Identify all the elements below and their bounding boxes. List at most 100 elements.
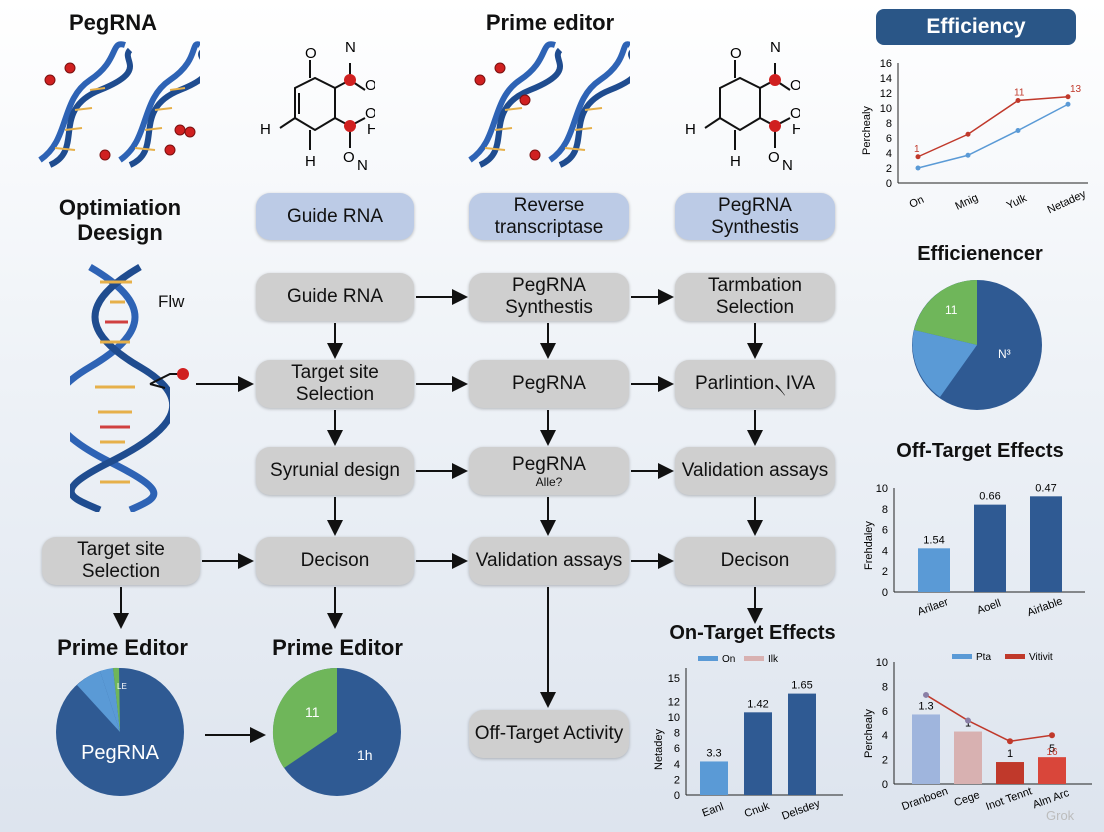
chem-h1: H: [260, 121, 271, 138]
br-ytick: 8: [882, 681, 888, 693]
chem-o4: O: [343, 149, 355, 166]
guide-rna-top-box[interactable]: Guide RNA: [256, 193, 414, 240]
br-bar-label: 1.3: [918, 700, 933, 712]
on-bar: [744, 712, 772, 795]
off-bar-label: 0.66: [979, 491, 1000, 503]
off-bar: [918, 548, 950, 592]
on-ytick: 12: [668, 696, 680, 708]
chem-n2: N: [357, 157, 368, 174]
chemical-structure-icon-2: O N O H H O H O N: [685, 39, 800, 174]
decision-box-2[interactable]: Decison: [675, 537, 835, 585]
br-xtick: Inot Tennt: [984, 785, 1033, 813]
syrunial-design-box[interactable]: Syrunial design: [256, 447, 414, 495]
on-ytick: 0: [674, 790, 680, 802]
br-legend-swatch-1: [952, 654, 972, 659]
off-bar: [974, 504, 1006, 592]
eff-ytick: 16: [880, 58, 892, 70]
br-point: [1007, 738, 1013, 745]
off-bar-label: 1.54: [923, 534, 944, 546]
chem2-h3: H: [792, 121, 800, 138]
reverse-transcriptase-box[interactable]: Reverse transcriptase: [469, 193, 629, 240]
eff-ytick: 8: [886, 118, 892, 130]
effic2-blue-label: N³: [998, 347, 1011, 361]
eff-point: [1015, 128, 1021, 133]
eff-annotation: 1: [914, 144, 920, 155]
flw-label: Flw: [158, 292, 185, 311]
br-ytick: 0: [882, 779, 888, 791]
off-xtick: Arilaer: [916, 596, 950, 618]
pegrna-alle-box[interactable]: PegRNA Alle?: [469, 447, 629, 495]
eff-ylabel: Perchealy: [861, 106, 873, 155]
br-bar: [1038, 757, 1066, 784]
on-legend-1: On: [722, 654, 735, 665]
off-target-title: Off-Target Effects: [896, 440, 1064, 462]
on-ytick: 4: [674, 759, 680, 771]
dna-helix-icon: [38, 41, 200, 168]
on-xtick: Cnuk: [743, 800, 772, 820]
chemical-structure-icon: O N O H H O H O N: [260, 39, 375, 174]
eff-ytick: 10: [880, 103, 892, 115]
off-target-bar-chart: Frehdaley 02468101.54Arilaer0.66Aoell0.4…: [863, 482, 1085, 619]
off-bar: [1030, 496, 1062, 592]
eff-annotation: 13: [1070, 84, 1082, 95]
molecule-pointer-icon: [149, 368, 189, 389]
validation-assays-box[interactable]: Validation assays: [675, 447, 835, 495]
off-target-activity-box[interactable]: Off-Target Activity: [469, 710, 629, 758]
parlintion-box[interactable]: Parlintion৲IVA: [675, 360, 835, 408]
chem-o3: O: [365, 105, 375, 122]
eff-point: [1015, 98, 1021, 103]
chem2-n: N: [770, 39, 781, 56]
effic2-green-label: 11: [945, 303, 958, 317]
pie-green-label: 11: [305, 704, 320, 720]
br-bar: [912, 714, 940, 784]
on-target-bar-chart: Netadey 024681012153.3Eanl1.42Cnuk1.65De…: [653, 654, 843, 823]
off-ytick: 4: [882, 545, 888, 557]
pegrna-synthesis-box[interactable]: PegRNA Synthestis: [469, 273, 629, 321]
on-legend-swatch-2: [744, 656, 764, 661]
prime-editor-heading: Prime editor: [485, 10, 615, 35]
tarmbation-selection-box[interactable]: Tarmbation Selection: [675, 273, 835, 321]
eff-ytick: 0: [886, 178, 892, 190]
chem-n: N: [345, 39, 356, 56]
decision-box[interactable]: Decison: [256, 537, 414, 585]
on-xtick: Delsdey: [780, 798, 822, 823]
eff-point: [915, 165, 921, 171]
on-bar-label: 3.3: [706, 747, 721, 759]
target-site-selection-box[interactable]: Target site Selection: [256, 360, 414, 408]
efficiency-badge: Efficiency: [876, 9, 1076, 45]
left-target-site-selection-box[interactable]: Target site Selection: [42, 537, 200, 585]
eff-point: [965, 131, 971, 137]
on-ytick: 15: [668, 673, 680, 685]
on-bar: [788, 693, 816, 795]
validation-assays-box-2[interactable]: Validation assays: [469, 537, 629, 585]
eff-point: [1065, 94, 1071, 100]
chem-h2: H: [305, 153, 316, 170]
br-xtick: Dranboen: [900, 785, 950, 813]
optimization-design-heading: Optimiation Deesign: [58, 195, 182, 245]
large-dna-helix-icon: [70, 263, 170, 512]
watermark: Grok: [1046, 808, 1075, 823]
guide-rna-box[interactable]: Guide RNA: [256, 273, 414, 321]
pie-blue-label: 1h: [357, 747, 373, 763]
pegrna-box[interactable]: PegRNA: [469, 360, 629, 408]
br-point: [965, 717, 971, 724]
eff-series-line: [917, 103, 1069, 169]
br-bar: [954, 731, 982, 784]
pie-small-label: LE: [117, 682, 127, 691]
br-ytick: 2: [882, 755, 888, 767]
on-ytick: 8: [674, 728, 680, 740]
off-bar-label: 0.47: [1035, 482, 1056, 494]
eff-point: [1065, 101, 1071, 107]
chem2-h1: H: [685, 121, 696, 138]
br-bar: [996, 762, 1024, 784]
eff-ytick: 2: [886, 163, 892, 175]
br-point: [923, 691, 929, 698]
off-ytick: 0: [882, 587, 888, 599]
off-xtick: Aoell: [975, 597, 1002, 617]
on-ytick: 6: [674, 743, 680, 755]
on-ytick: 2: [674, 774, 680, 786]
pegrna-synthesis-top-box[interactable]: PegRNA Synthestis: [675, 193, 835, 240]
